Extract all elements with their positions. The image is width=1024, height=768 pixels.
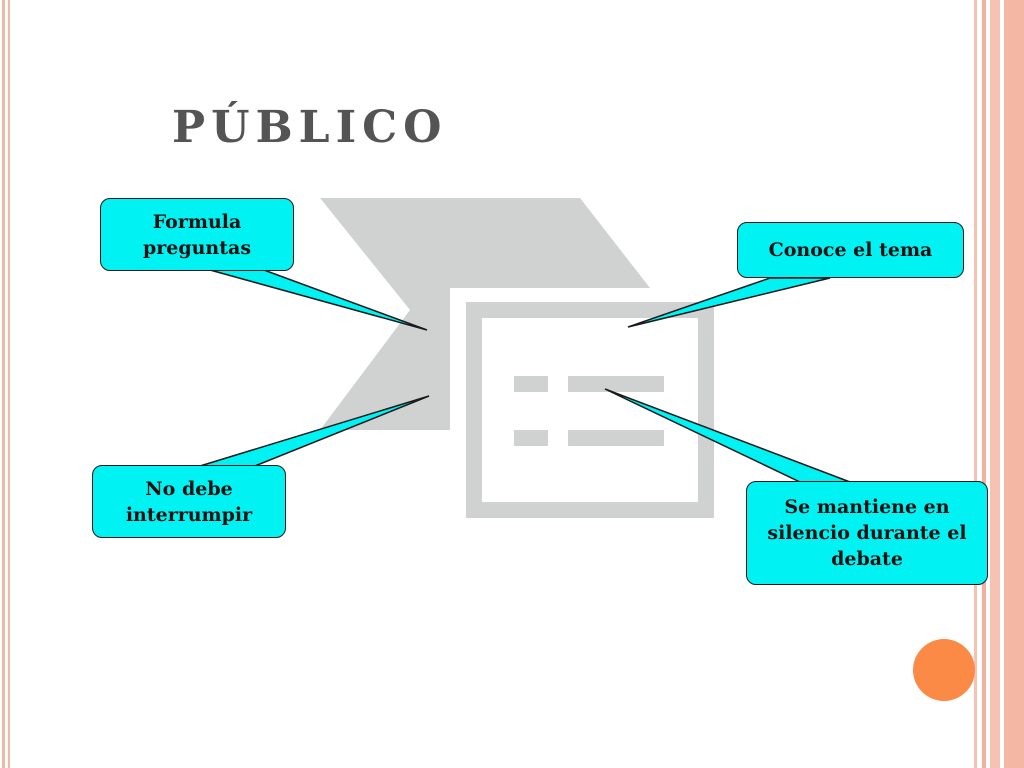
- slide-title: Público: [172, 102, 448, 153]
- callout-se-mantiene-en-silencio: Se mantiene en silencio durante el debat…: [746, 481, 988, 585]
- callout-pointer-top-right: [627, 277, 831, 328]
- callout-pointer-bottom-left: [199, 395, 430, 467]
- content-placeholder-icon: [320, 198, 714, 518]
- callout-formula-preguntas: Formula preguntas: [100, 198, 294, 271]
- orange-dot-decoration: [913, 639, 975, 701]
- left-border-decoration: [0, 0, 10, 768]
- callout-no-debe-interrumpir: No debe interrumpir: [92, 465, 286, 538]
- callout-conoce-el-tema: Conoce el tema: [737, 222, 964, 278]
- right-border-decoration: [974, 0, 1024, 768]
